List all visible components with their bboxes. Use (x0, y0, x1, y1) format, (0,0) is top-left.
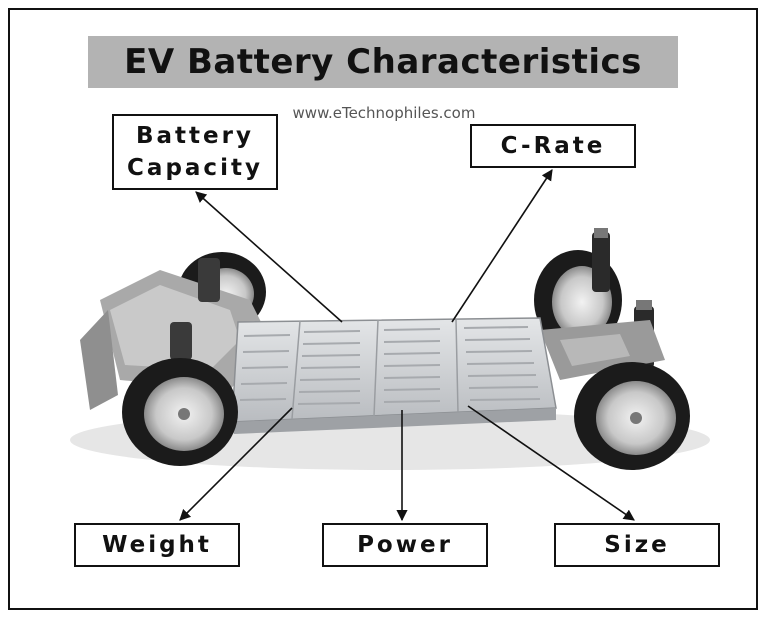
arrow-size (467, 405, 635, 521)
label-size: Size (554, 523, 720, 567)
label-weight: Weight (74, 523, 240, 567)
label-battery-capacity: Battery Capacity (112, 114, 278, 190)
title-banner: EV Battery Characteristics (88, 36, 678, 88)
rear-suspension (540, 228, 665, 380)
arrow-c-rate (451, 169, 553, 323)
label-battery-capacity-line1: Battery (136, 123, 254, 149)
label-power-text: Power (357, 532, 453, 558)
rear-left-wheel (574, 362, 690, 470)
front-right-wheel (122, 358, 238, 466)
label-battery-capacity-line2: Capacity (127, 155, 263, 181)
battery-module-ribs (239, 326, 541, 405)
label-size-text: Size (604, 532, 670, 558)
label-c-rate-text: C-Rate (500, 133, 606, 159)
arrow-weight (179, 407, 293, 521)
arrow-battery-capacity (195, 191, 343, 323)
label-c-rate: C-Rate (470, 124, 636, 168)
label-weight-text: Weight (102, 532, 212, 558)
diagram-title: EV Battery Characteristics (124, 42, 642, 82)
label-power: Power (322, 523, 488, 567)
website-credit: www.eTechnophiles.com (292, 104, 476, 122)
front-suspension (80, 258, 270, 410)
